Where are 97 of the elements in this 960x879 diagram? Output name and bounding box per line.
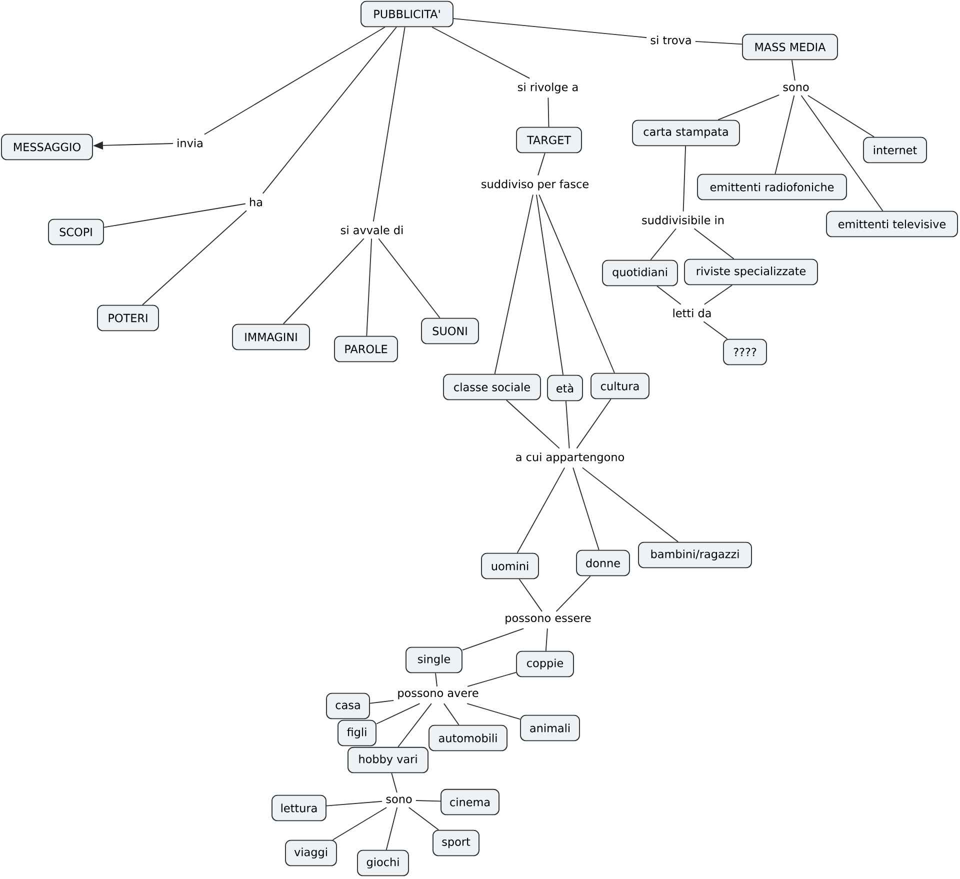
connector-line bbox=[538, 152, 546, 176]
concept-box: POTERI bbox=[97, 304, 159, 332]
linking-phrase: sono bbox=[386, 796, 412, 804]
connector-line bbox=[774, 95, 795, 174]
connector-line bbox=[791, 60, 796, 81]
connector-line bbox=[466, 703, 520, 720]
concept-box: uomini bbox=[481, 552, 539, 580]
connector-line bbox=[548, 97, 550, 128]
concept-box: quotidiani bbox=[602, 260, 678, 286]
concept-box: single bbox=[406, 646, 462, 674]
connector-line bbox=[398, 703, 432, 748]
concept-box: PUBBLICITA' bbox=[360, 0, 454, 28]
connector-line bbox=[800, 95, 884, 212]
connector-line bbox=[142, 210, 247, 306]
connector-line bbox=[378, 238, 440, 318]
connector-line bbox=[376, 703, 420, 724]
linking-phrase: invia bbox=[178, 138, 202, 148]
connector-line bbox=[332, 807, 388, 840]
connector-line bbox=[565, 400, 570, 449]
connector-line bbox=[415, 800, 441, 802]
linking-phrase: ha bbox=[250, 198, 262, 206]
connector-line bbox=[494, 194, 534, 374]
connector-line bbox=[204, 26, 386, 135]
connector-line bbox=[682, 146, 686, 212]
connector-line bbox=[518, 578, 542, 612]
concept-box: carta stampata bbox=[632, 120, 740, 146]
connector-line bbox=[704, 284, 733, 305]
connector-line bbox=[391, 772, 398, 793]
connector-line bbox=[467, 672, 516, 687]
linking-phrase: suddivisibile in bbox=[642, 216, 724, 224]
connector-line bbox=[444, 703, 460, 726]
concept-box: lettura bbox=[272, 794, 326, 822]
concept-box: età bbox=[547, 374, 583, 402]
linking-phrase: sono bbox=[783, 84, 809, 92]
concept-box: MESSAGGIO bbox=[1, 134, 93, 160]
connector-line bbox=[326, 800, 383, 806]
connector-line bbox=[372, 26, 406, 222]
concept-box: hobby vari bbox=[348, 746, 428, 774]
concept-box: giochi bbox=[357, 850, 409, 876]
concept-box: SUONI bbox=[421, 318, 479, 344]
connector-line bbox=[370, 700, 394, 704]
connector-line bbox=[556, 576, 591, 612]
connector-line bbox=[516, 467, 566, 554]
concept-box: emittenti televisive bbox=[826, 210, 958, 238]
linking-phrase: letti da bbox=[673, 308, 711, 318]
connector-line bbox=[807, 95, 875, 138]
concept-box: donne bbox=[576, 550, 630, 576]
concept-box: ???? bbox=[723, 338, 767, 366]
connector-line bbox=[694, 40, 742, 45]
concept-box: SCOPI bbox=[48, 218, 104, 246]
concept-box: animali bbox=[520, 714, 580, 742]
connector-line bbox=[538, 194, 615, 374]
concept-box: viaggi bbox=[285, 840, 337, 866]
concept-box: figli bbox=[338, 720, 376, 746]
concept-box: classe sociale bbox=[443, 374, 541, 400]
concept-box: bambini/ragazzi bbox=[638, 542, 752, 568]
linking-phrase: si rivolge a bbox=[518, 82, 578, 94]
connector-line bbox=[453, 18, 648, 38]
connector-line bbox=[366, 238, 372, 336]
linking-phrase: possono avere bbox=[398, 690, 478, 700]
connector-line bbox=[572, 467, 600, 550]
concept-box: MASS MEDIA bbox=[742, 34, 838, 60]
concept-box: TARGET bbox=[516, 126, 582, 154]
concept-box: automobili bbox=[428, 724, 508, 752]
connector-line bbox=[435, 672, 438, 687]
connector-line bbox=[703, 321, 728, 340]
connector-line bbox=[694, 228, 734, 260]
connector-line bbox=[506, 400, 560, 449]
connector-line bbox=[545, 628, 548, 652]
concept-box: sport bbox=[432, 830, 480, 856]
concept-box: cultura bbox=[590, 372, 650, 400]
connector-line bbox=[656, 286, 682, 305]
connector-line bbox=[262, 26, 397, 194]
connector-line bbox=[650, 228, 676, 260]
connector-line bbox=[462, 628, 524, 650]
concept-box: coppie bbox=[516, 650, 574, 678]
connector-line bbox=[386, 807, 398, 850]
connector-line bbox=[282, 238, 364, 324]
concept-box: cinema bbox=[440, 788, 500, 816]
connector-line bbox=[536, 194, 564, 376]
linking-phrase: possono essere bbox=[506, 616, 591, 624]
connector-line bbox=[582, 467, 679, 542]
linking-phrase: suddiviso per fasce bbox=[482, 180, 588, 190]
concept-box: casa bbox=[326, 692, 370, 720]
linking-phrase: si trova bbox=[650, 36, 691, 44]
concept-box: internet bbox=[863, 136, 927, 164]
linking-phrase: a cui appartengono bbox=[516, 452, 624, 464]
concept-box: riviste specializzate bbox=[684, 258, 818, 286]
concept-box: PAROLE bbox=[334, 336, 398, 362]
connector-line bbox=[718, 94, 780, 120]
concept-box: emittenti radiofoniche bbox=[697, 174, 847, 200]
connector-line bbox=[104, 203, 246, 228]
linking-phrase: si avvale di bbox=[340, 226, 403, 234]
connector-line bbox=[408, 807, 440, 830]
connector-line bbox=[432, 26, 530, 79]
concept-box: IMMAGINI bbox=[232, 324, 310, 350]
connector-line bbox=[576, 398, 612, 449]
